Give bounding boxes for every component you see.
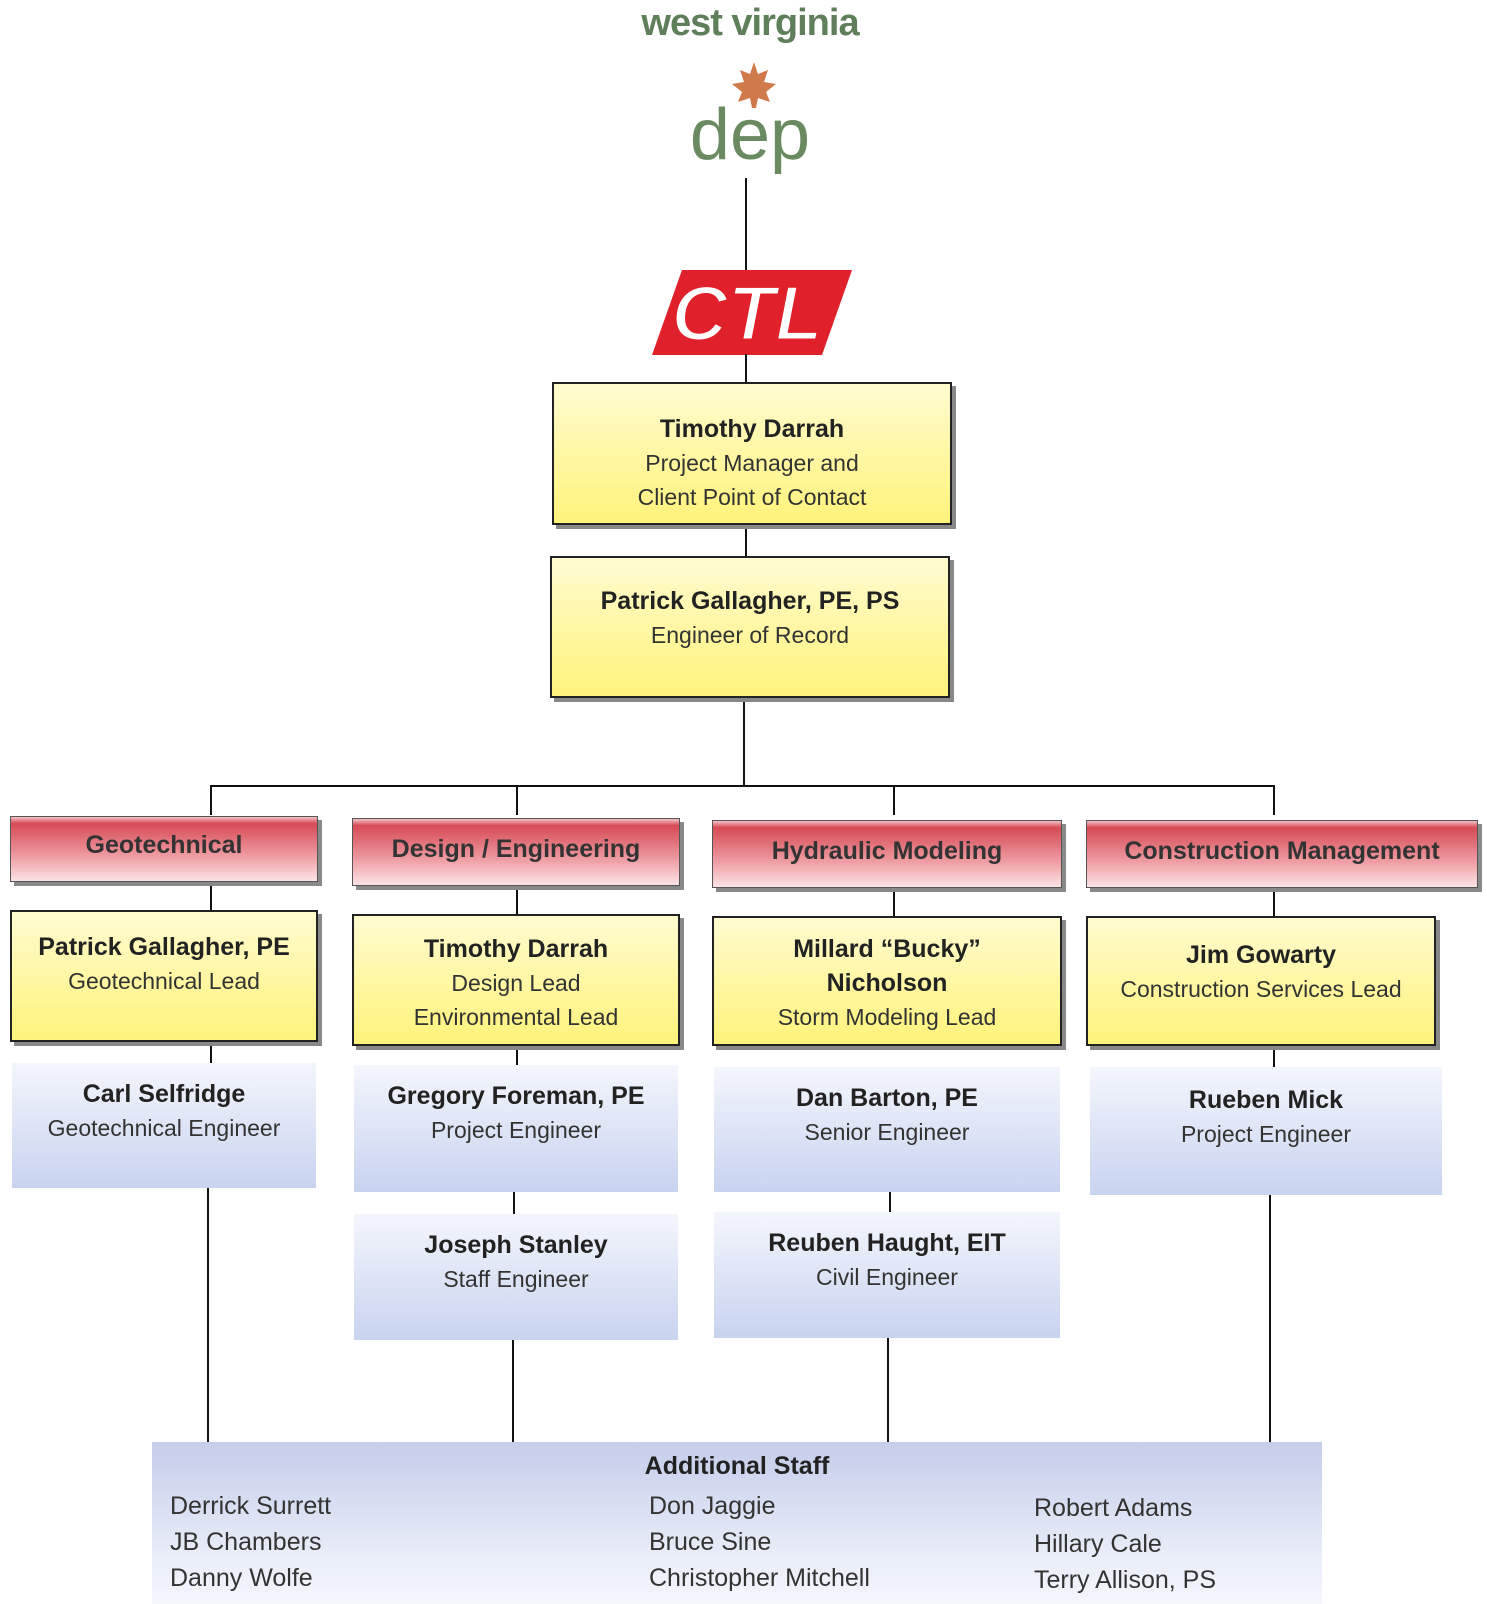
connector-line [210,785,212,815]
person-role: Environmental Lead [413,1004,619,1030]
person-role: Client Point of Contact [637,484,867,510]
staff-name: Danny Wolfe [170,1564,313,1592]
person-role: Project Manager and [645,450,859,476]
department-header-hydraulic-modeling: Hydraulic Modeling [712,820,1062,888]
staff-box: Rueben Mick Project Engineer [1090,1067,1442,1195]
connector-line [893,785,895,815]
person-name: Jim Gowarty [1185,941,1337,969]
person-name: Reuben Haught, EIT [768,1229,1006,1257]
person-name: Gregory Foreman, PE [387,1082,645,1110]
connector-line [745,527,747,557]
connector-line [210,882,212,912]
person-name: Nicholson [826,969,948,997]
staff-box: Reuben Haught, EIT Civil Engineer [714,1212,1060,1338]
connector-line [889,1192,891,1214]
staff-box: Joseph Stanley Staff Engineer [354,1214,678,1340]
staff-box: Carl Selfridge Geotechnical Engineer [12,1063,316,1188]
lead-box-geotechnical: Patrick Gallagher, PE Geotechnical Lead [10,910,318,1042]
person-role: Geotechnical Lead [68,968,260,994]
wvdep-logo-text-bottom: dep [689,95,811,175]
additional-staff-box: Additional Staff Derrick Surrett JB Cham… [152,1442,1322,1604]
connector-line [887,1338,889,1442]
connector-line [1273,1047,1275,1067]
person-name: Joseph Stanley [424,1231,608,1259]
additional-staff-column: Don Jaggie Bruce Sine Christopher Mitche… [649,1488,870,1596]
lead-box-hydraulic-modeling: Millard “Bucky” Nicholson Storm Modeling… [712,916,1062,1046]
staff-name: Christopher Mitchell [649,1564,870,1592]
person-role: Staff Engineer [443,1266,589,1292]
person-role: Project Engineer [1180,1121,1352,1147]
project-manager-box: Timothy Darrah Project Manager and Clien… [552,382,952,525]
connector-line [893,888,895,918]
person-role: Project Engineer [430,1117,602,1143]
additional-staff-column: Derrick Surrett JB Chambers Danny Wolfe [170,1488,331,1596]
staff-box: Dan Barton, PE Senior Engineer [714,1067,1060,1192]
lead-box-construction-management: Jim Gowarty Construction Services Lead [1086,916,1436,1046]
staff-name: JB Chambers [170,1528,322,1556]
person-name: Timothy Darrah [659,415,845,443]
person-name: Patrick Gallagher, PE [38,933,290,961]
svg-text:CTL: CTL [671,270,823,355]
staff-name: Hillary Cale [1034,1530,1162,1558]
wvdep-logo-text-top: west virginia [641,2,859,44]
person-role: Civil Engineer [816,1264,958,1290]
additional-staff-title: Additional Staff [644,1452,830,1480]
connector-line [1273,785,1275,815]
ctl-logo: CTL [652,270,852,355]
connector-line [1273,888,1275,918]
staff-name: Terry Allison, PS [1034,1566,1217,1594]
maple-leaf-icon [732,62,776,108]
person-name: Carl Selfridge [82,1080,246,1108]
connector-line [743,697,745,787]
staff-name: Don Jaggie [649,1492,776,1520]
person-role: Design Lead [451,970,581,996]
department-header-geotechnical: Geotechnical [10,816,318,882]
connector-line [512,1340,514,1442]
staff-name: Robert Adams [1034,1494,1193,1522]
person-role: Storm Modeling Lead [777,1004,997,1030]
connector-line [745,178,747,270]
connector-line [207,1188,209,1442]
person-name: Rueben Mick [1188,1086,1344,1114]
additional-staff-column: Robert Adams Hillary Cale Terry Allison,… [1034,1490,1216,1598]
person-name: Patrick Gallagher, PE, PS [600,587,900,615]
staff-box: Gregory Foreman, PE Project Engineer [354,1065,678,1192]
person-role: Geotechnical Engineer [47,1115,281,1141]
staff-name: Bruce Sine [649,1528,772,1556]
department-header-design-engineering: Design / Engineering [352,818,680,886]
connector-line [516,886,518,916]
connector-line [513,1192,515,1214]
person-role: Construction Services Lead [1120,976,1402,1002]
person-role: Senior Engineer [804,1119,970,1145]
person-role: Engineer of Record [650,622,850,648]
person-name: Timothy Darrah [423,935,609,963]
person-name: Millard “Bucky” [793,935,981,963]
connector-line [516,785,518,815]
connector-line [210,1043,212,1063]
department-header-construction-management: Construction Management [1086,820,1478,888]
staff-name: Derrick Surrett [170,1492,332,1520]
lead-box-design-engineering: Timothy Darrah Design Lead Environmental… [352,914,680,1046]
connector-line [516,1045,518,1065]
connector-line [745,354,747,384]
connector-line [210,785,1275,787]
engineer-of-record-box: Patrick Gallagher, PE, PS Engineer of Re… [550,556,950,698]
connector-line [1269,1195,1271,1442]
person-name: Dan Barton, PE [796,1084,978,1112]
